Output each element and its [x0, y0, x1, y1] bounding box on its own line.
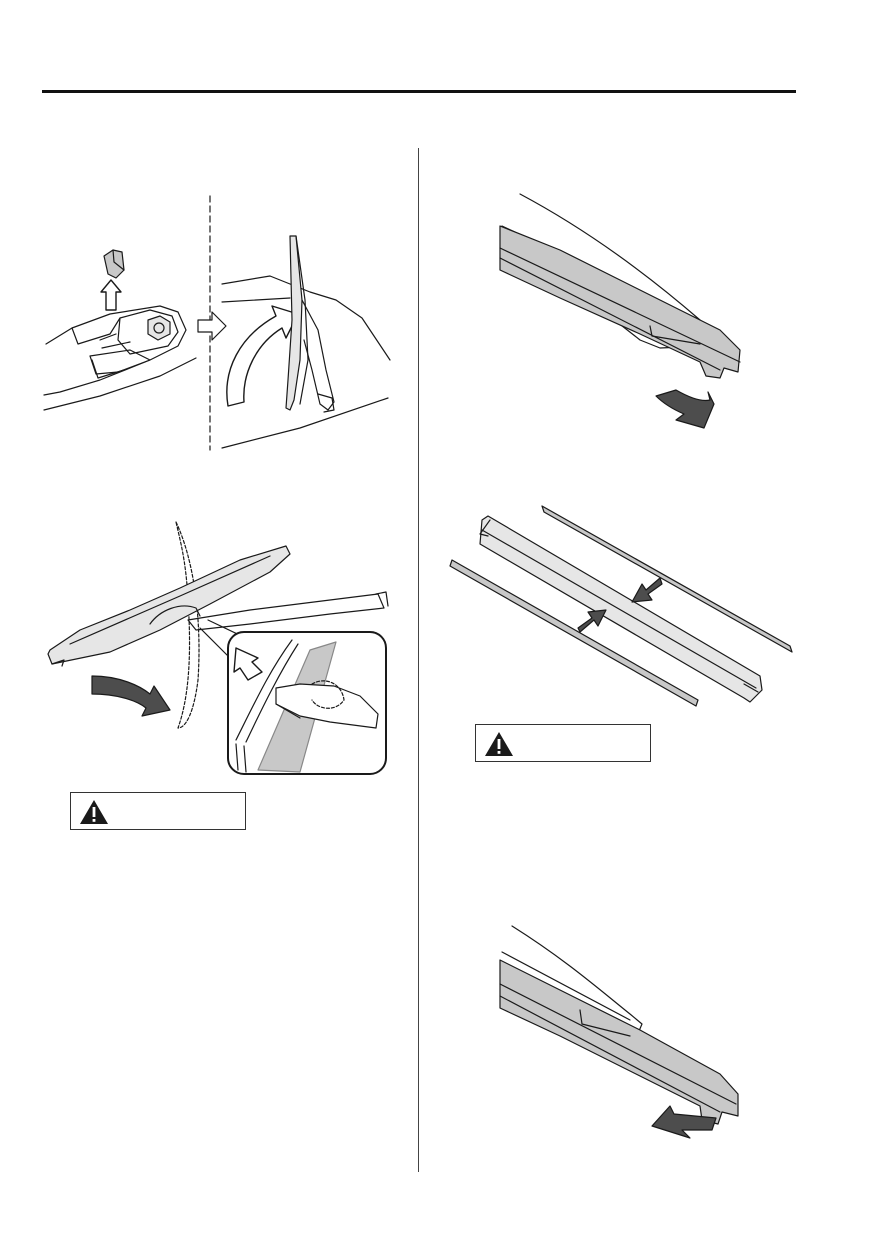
column-divider — [418, 148, 419, 1172]
caution-triangle-icon — [485, 732, 513, 756]
wiper-blade-release-figure — [47, 521, 389, 775]
header-rule — [42, 90, 796, 93]
rubber-removal-figure — [499, 193, 741, 429]
caution-box-right — [475, 724, 651, 762]
rubber-and-stiffeners-figure — [449, 505, 793, 707]
wiper-arm-cap-removal-figure — [43, 195, 391, 451]
rubber-insertion-figure — [499, 925, 739, 1139]
caution-box-left — [70, 792, 246, 830]
caution-triangle-icon — [80, 800, 108, 824]
